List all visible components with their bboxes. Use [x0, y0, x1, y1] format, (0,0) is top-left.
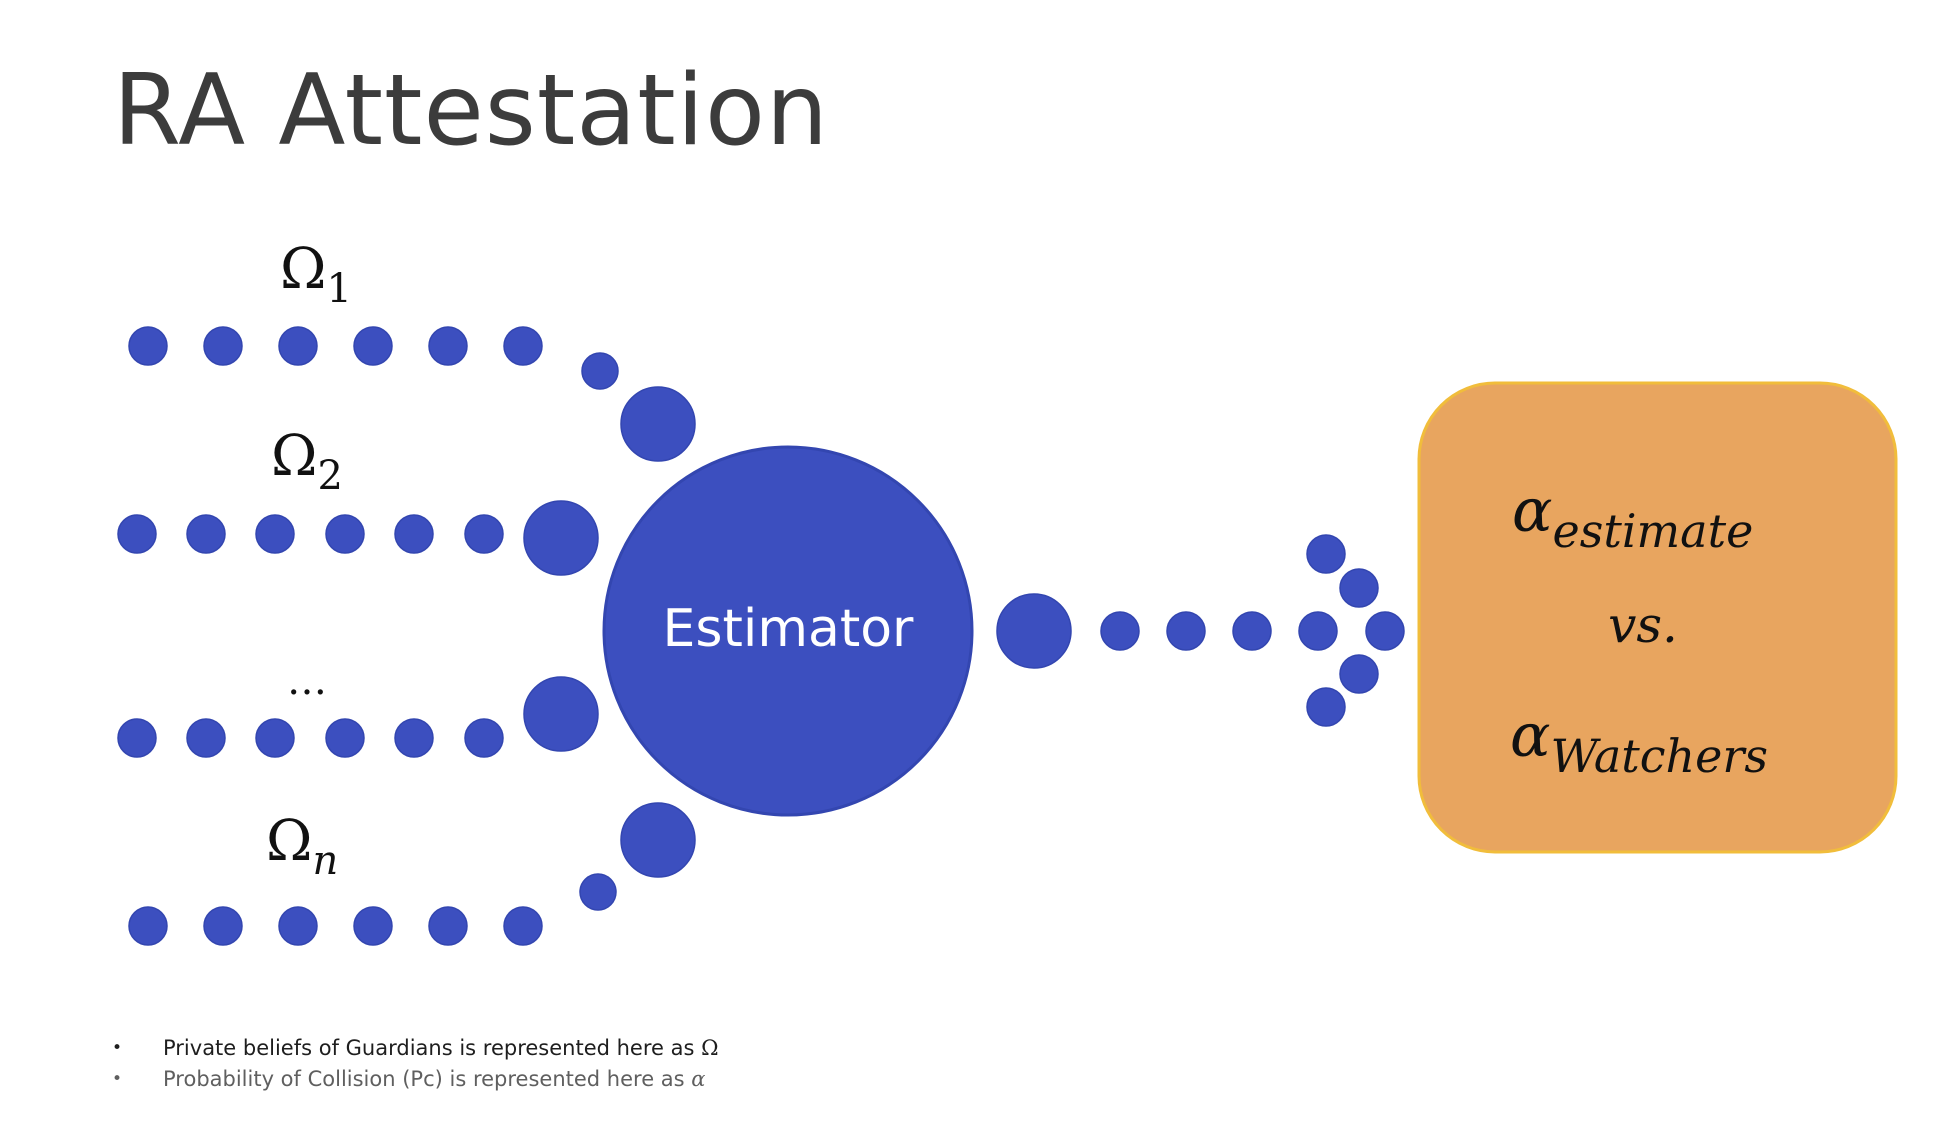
- note-item-1: • Private beliefs of Guardians is represe…: [110, 1033, 719, 1064]
- output-line-3: αWatchers: [1510, 701, 1768, 783]
- stream-dot: [203, 326, 243, 366]
- input-stream-1: [128, 326, 696, 462]
- stream-dot: [503, 906, 543, 946]
- stream-dot: [620, 802, 696, 878]
- stream-dot: [428, 326, 468, 366]
- alpha-estimate-subscript: estimate: [1553, 504, 1754, 558]
- stream-dot: [278, 326, 318, 366]
- input-label-2-symbol: Ω: [271, 424, 317, 489]
- alpha-watchers-symbol: α: [1510, 701, 1551, 771]
- stream-dot: [353, 906, 393, 946]
- stream-dot: [996, 593, 1072, 669]
- input-stream-3: [117, 676, 599, 758]
- stream-dot: [128, 906, 168, 946]
- stream-dot: [203, 906, 243, 946]
- input-label-1-subscript: 1: [326, 266, 351, 312]
- stream-dot: [325, 718, 365, 758]
- stream-dot: [1306, 534, 1346, 574]
- notes-list: • Private beliefs of Guardians is represe…: [110, 1033, 719, 1095]
- stream-dot: [1166, 611, 1206, 651]
- output-stream: [996, 534, 1405, 727]
- note-item-2: • Probability of Collision (Pc) is repres…: [110, 1064, 719, 1095]
- stream-dot: [394, 718, 434, 758]
- stream-dot: [579, 873, 617, 911]
- input-label-3-symbol: …: [287, 658, 327, 704]
- input-label-2: Ω2: [271, 424, 343, 499]
- stream-dot: [581, 352, 619, 390]
- output-box: [1417, 381, 1898, 854]
- stream-dot: [428, 906, 468, 946]
- input-stream-4: [128, 802, 696, 946]
- stream-dot: [186, 514, 226, 554]
- stream-dot: [117, 718, 157, 758]
- stream-dot: [1232, 611, 1272, 651]
- stream-dot: [503, 326, 543, 366]
- alpha-estimate-symbol: α: [1512, 476, 1553, 546]
- input-label-4: Ωn: [266, 809, 338, 884]
- input-label-2-subscript: 2: [317, 453, 342, 499]
- note-2-text: Probability of Collision (Pc) is represe…: [163, 1067, 692, 1091]
- note-1-text: Private beliefs of Guardians is represen…: [163, 1036, 702, 1060]
- stream-dot: [464, 514, 504, 554]
- estimator-label: Estimator: [663, 599, 915, 659]
- note-1-symbol: Ω: [701, 1036, 719, 1060]
- input-label-4-subscript: n: [312, 838, 338, 884]
- stream-dot: [1306, 687, 1346, 727]
- stream-dot: [255, 514, 295, 554]
- bullet-icon: •: [112, 1069, 123, 1089]
- input-stream-2: [117, 500, 599, 576]
- stream-dot: [1298, 611, 1338, 651]
- input-label-1: Ω1: [280, 237, 352, 312]
- stream-dot: [186, 718, 226, 758]
- bullet-icon: •: [112, 1038, 123, 1058]
- stream-dot: [620, 386, 696, 462]
- input-label-3: …: [287, 658, 327, 704]
- note-2-symbol: α: [691, 1067, 706, 1091]
- stream-dot: [255, 718, 295, 758]
- stream-dot: [353, 326, 393, 366]
- stream-dot: [464, 718, 504, 758]
- stream-dot: [394, 514, 434, 554]
- stream-dot: [1365, 611, 1405, 651]
- alpha-watchers-subscript: Watchers: [1551, 729, 1768, 783]
- stream-dot: [1100, 611, 1140, 651]
- slide-title: RA Attestation: [113, 54, 830, 168]
- stream-dot: [278, 906, 318, 946]
- input-label-4-symbol: Ω: [266, 809, 312, 874]
- output-line-1: αestimate: [1512, 476, 1753, 558]
- stream-dot: [117, 514, 157, 554]
- stream-dot: [325, 514, 365, 554]
- stream-dot: [523, 500, 599, 576]
- stream-dot: [523, 676, 599, 752]
- stream-dot: [1339, 568, 1379, 608]
- stream-dot: [1339, 654, 1379, 694]
- estimator-node: [602, 445, 974, 817]
- output-line-2: vs.: [1608, 596, 1678, 654]
- stream-dot: [128, 326, 168, 366]
- input-label-1-symbol: Ω: [280, 237, 326, 302]
